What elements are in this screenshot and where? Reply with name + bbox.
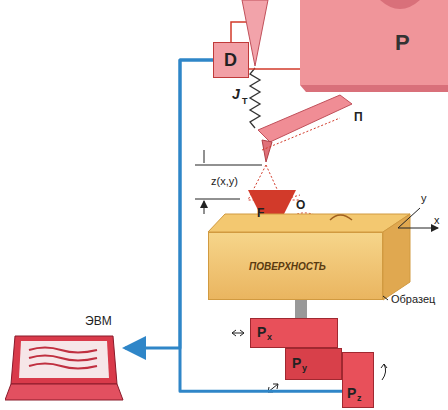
node-label: P — [292, 355, 301, 371]
node-sublabel: Образец — [391, 293, 435, 305]
sample-side — [383, 214, 410, 300]
sample-block: ПОВЕРХНОСТЬОбразец — [208, 232, 383, 300]
cantilever-label: П — [354, 110, 363, 124]
tunnel-current — [250, 68, 260, 128]
node-sublabel: x — [267, 332, 272, 342]
controller-box: D — [213, 42, 249, 78]
node-sublabel: y — [302, 363, 307, 373]
axis-y: y — [421, 192, 427, 204]
connector — [249, 68, 300, 70]
dimension-arrows — [204, 150, 205, 214]
cantilever — [258, 95, 352, 142]
piezo-z: Pz — [342, 352, 374, 408]
holder-side — [300, 85, 448, 92]
holder-block: P — [300, 0, 448, 85]
tip-wire — [231, 22, 247, 42]
node-label: D — [224, 50, 237, 71]
height-label: z(x,y) — [211, 175, 238, 187]
current-symbol: J — [232, 86, 240, 102]
node-sublabel: z — [357, 393, 362, 403]
holder-body — [300, 0, 448, 85]
computer: ЭВМ — [5, 312, 125, 406]
x-motion — [232, 330, 244, 336]
node-label: ЭВМ — [85, 314, 112, 328]
z-motion — [381, 364, 387, 380]
piezo-x: Px — [250, 318, 338, 348]
sample-top — [208, 214, 410, 232]
dimension-lines — [195, 165, 262, 199]
deflection-outline — [248, 118, 340, 200]
node-label: P — [257, 324, 266, 340]
axes — [398, 208, 438, 228]
node-label: P — [347, 385, 356, 401]
connector — [180, 60, 342, 391]
connector — [125, 60, 213, 348]
axis-x: x — [434, 214, 440, 226]
node-label: P — [395, 30, 410, 56]
leader-line — [383, 296, 388, 300]
point-label: O — [296, 198, 305, 212]
current-subscript: T — [242, 96, 248, 106]
stem — [295, 300, 307, 318]
force-label: F — [257, 206, 264, 220]
probe-tip — [262, 140, 272, 162]
piezo-y: Py — [285, 348, 342, 380]
node-label: ПОВЕРХНОСТЬ — [249, 261, 326, 272]
holder-notch — [380, 0, 420, 9]
surface-feature — [330, 215, 352, 220]
